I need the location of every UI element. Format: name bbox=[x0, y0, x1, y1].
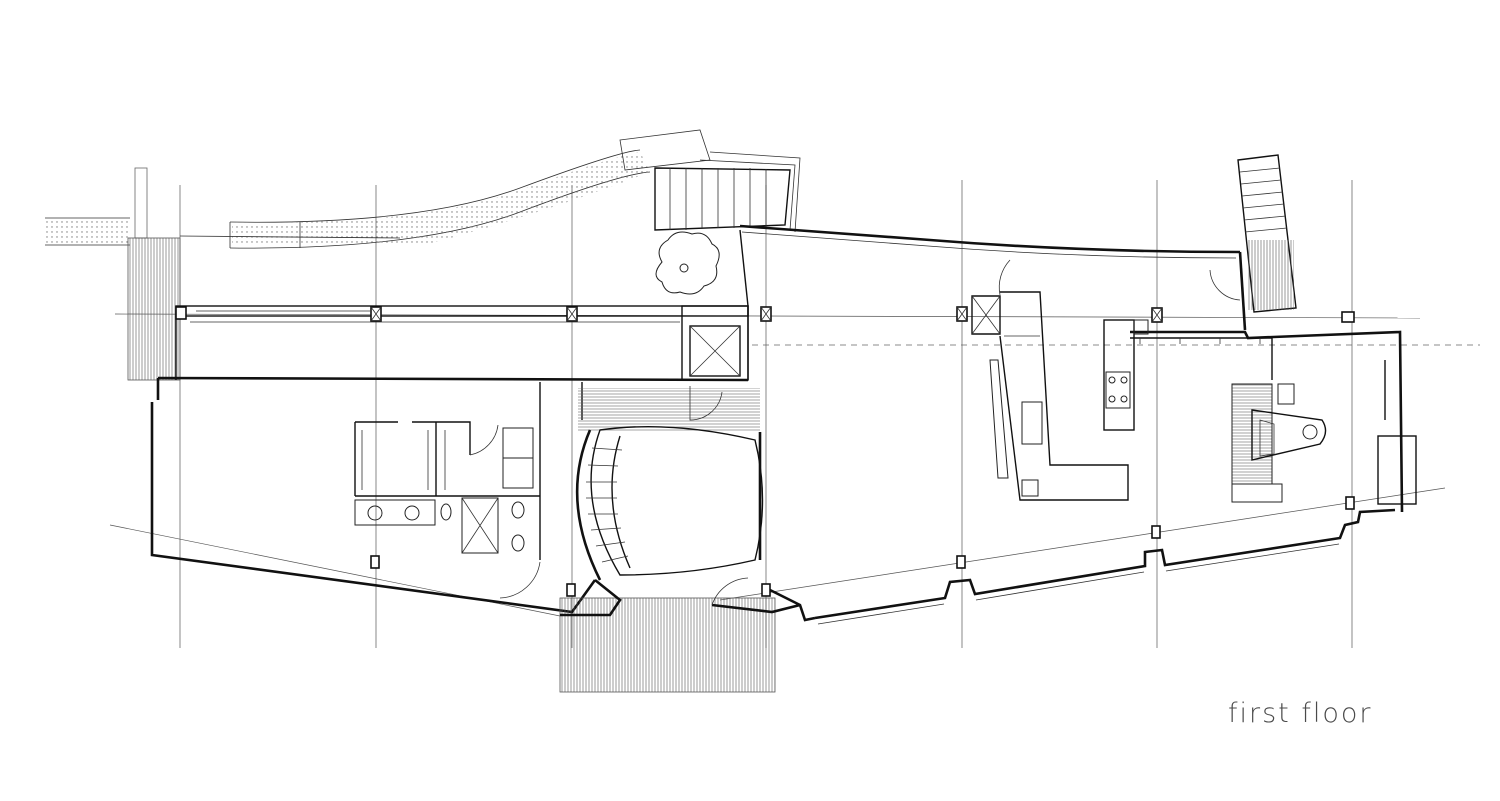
garden-path bbox=[45, 129, 711, 381]
columns bbox=[175, 306, 1355, 597]
exterior-stair-right bbox=[1237, 154, 1297, 313]
curved-stair bbox=[575, 386, 764, 581]
south-facade-east bbox=[769, 508, 1396, 625]
east-wing-walls bbox=[1130, 330, 1417, 513]
north-facade bbox=[739, 224, 1247, 331]
west-wing-walls bbox=[150, 376, 749, 614]
tree-symbol bbox=[655, 231, 720, 295]
entry-deck bbox=[559, 577, 801, 693]
north-gallery bbox=[175, 229, 749, 381]
drawing-title: first floor bbox=[1228, 698, 1373, 729]
kitchen bbox=[971, 291, 1149, 501]
structural-grid bbox=[109, 180, 1480, 648]
exterior-stair-top bbox=[654, 151, 801, 233]
